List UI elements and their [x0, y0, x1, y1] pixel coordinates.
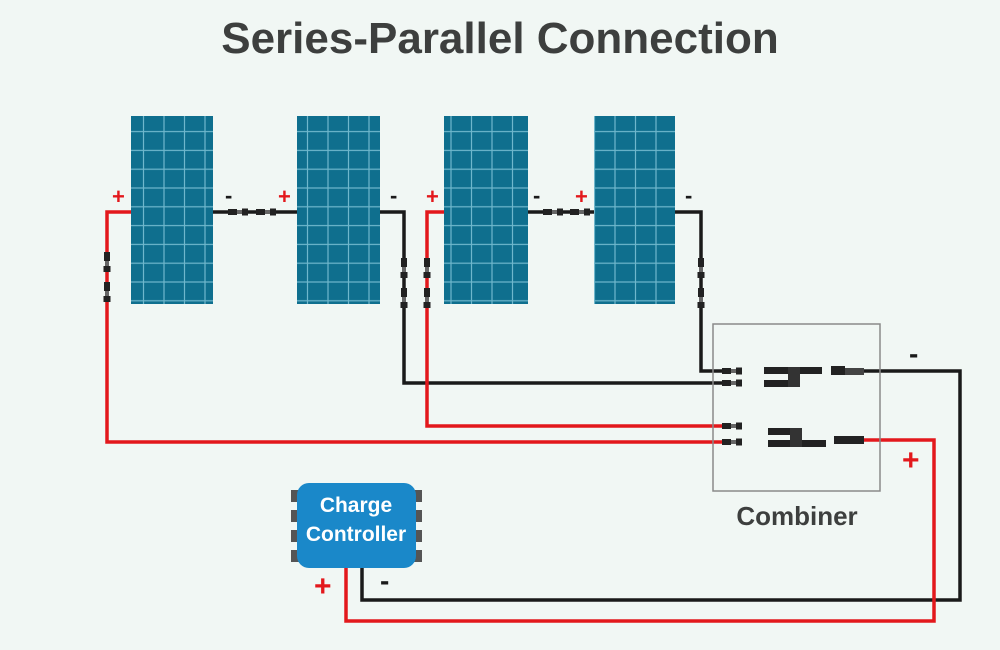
panel-polarity-labels: + - + - + - + - — [112, 183, 692, 209]
controller-label-line1: Charge — [320, 494, 392, 517]
solar-panel-2 — [297, 116, 380, 304]
controller-positive-label: + — [314, 570, 332, 603]
page-title: Series-Parallel Connection — [221, 14, 779, 63]
positive-wiring — [105, 210, 936, 623]
combiner-negative-label: - — [909, 338, 918, 369]
panel-4-positive-label: + — [575, 184, 588, 209]
panel-4-negative-label: - — [685, 183, 692, 208]
combiner-label: Combiner — [736, 501, 857, 531]
solar-panel-3 — [444, 116, 528, 304]
charge-controller: Charge Controller — [291, 483, 422, 568]
panel-1-positive-label: + — [112, 184, 125, 209]
positive-branch-connector — [768, 428, 864, 447]
controller-negative-label: - — [380, 565, 389, 596]
solar-panel-1 — [131, 116, 213, 304]
panel-2-positive-label: + — [278, 184, 291, 209]
panel-2-negative-label: - — [390, 183, 397, 208]
panel-3-negative-label: - — [533, 183, 540, 208]
controller-label-line2: Controller — [306, 523, 406, 546]
combiner-positive-label: + — [902, 444, 920, 477]
solar-panel-4 — [594, 116, 675, 304]
combiner-box: Combiner — [712, 323, 881, 531]
panel-1-negative-label: - — [225, 183, 232, 208]
panel-3-positive-label: + — [426, 184, 439, 209]
negative-branch-connector — [764, 366, 864, 387]
